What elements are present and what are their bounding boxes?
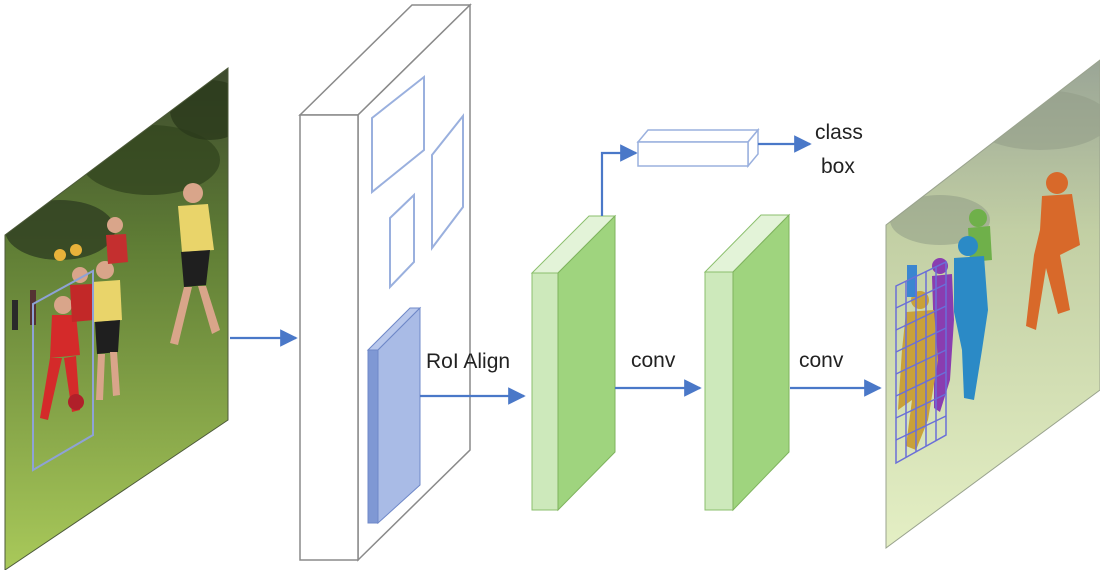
conv-block-1 (530, 214, 617, 512)
mask-grid (895, 260, 947, 465)
output-image (885, 59, 1100, 549)
box-label: box (821, 155, 855, 178)
feature-map (298, 3, 472, 562)
arrow-to-fc-layers (600, 144, 638, 216)
input-image (4, 67, 229, 571)
conv-block-2 (703, 213, 791, 512)
roi-align-label: RoI Align (426, 350, 511, 373)
region-proposals (371, 74, 464, 290)
conv-label-2: conv (799, 349, 844, 372)
roi-region (366, 306, 422, 525)
class-label: class (815, 121, 863, 144)
fc-layers (636, 127, 760, 169)
segmented-soccer-photo-icon (890, 90, 1100, 465)
conv-label-1: conv (631, 349, 676, 372)
